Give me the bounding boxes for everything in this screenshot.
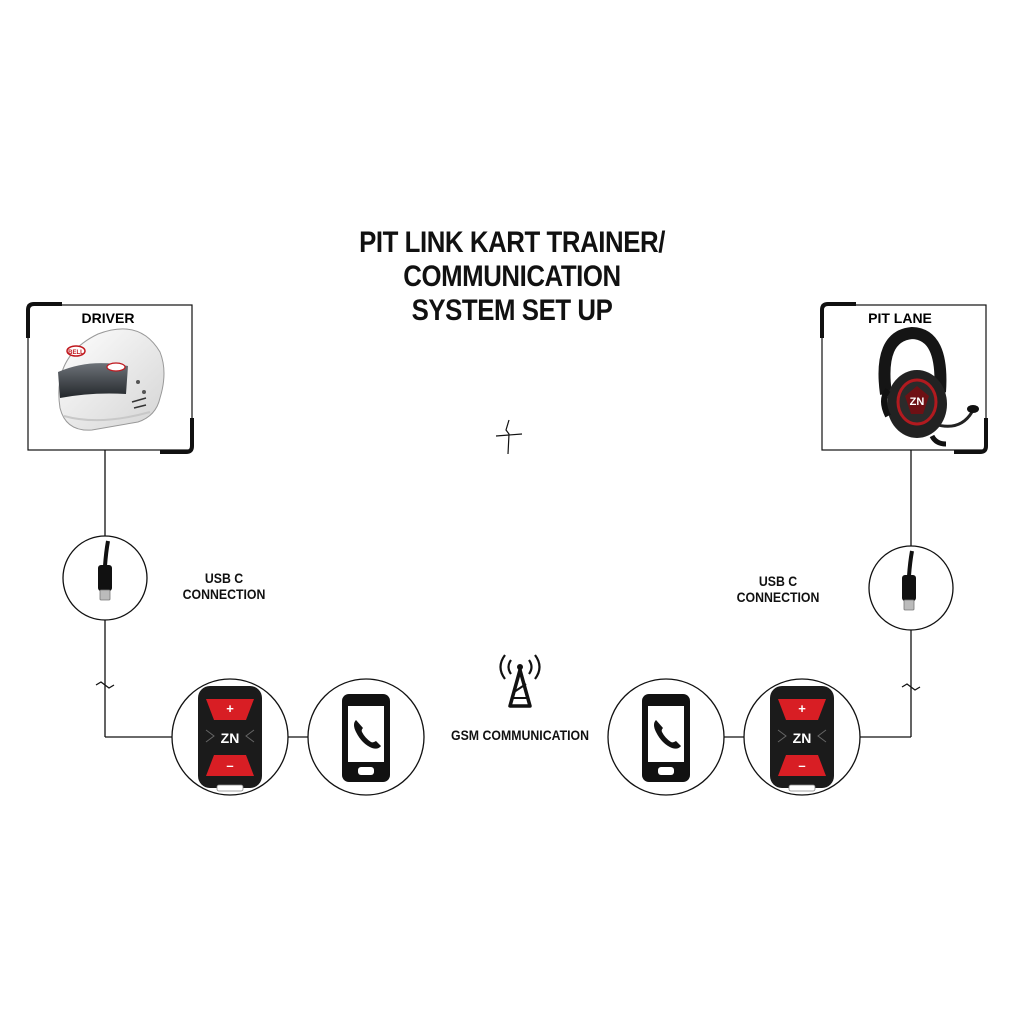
phone-icon <box>342 694 390 782</box>
pit-pitlink-device: + – ZN <box>743 678 861 796</box>
device-plus: + <box>798 701 806 716</box>
device-logo: ZN <box>793 730 812 746</box>
headset-icon: ZN <box>878 326 979 447</box>
phone-icon <box>642 694 690 782</box>
device-plus: + <box>226 701 234 716</box>
gsm-communication-label: GSM COMMUNICATION <box>450 727 590 743</box>
device-minus: – <box>798 758 805 773</box>
usb-c-icon <box>902 550 916 611</box>
pitlink-device-icon: + – ZN <box>198 686 262 792</box>
driver-usb-label-line-1: USB C <box>204 570 244 586</box>
pit-usb-label-line-2: CONNECTION <box>736 589 820 605</box>
antenna-tower-icon <box>499 654 541 708</box>
helmet-icon: BELL <box>58 328 165 431</box>
title-line-1: PIT LINK KART TRAINER/ <box>359 226 665 259</box>
pit-usb-label: USB C CONNECTION <box>734 573 822 605</box>
title-line-3: SYSTEM SET UP <box>411 294 613 327</box>
pit-label: PIT LANE <box>868 310 932 326</box>
driver-usb-c-connector <box>62 535 148 621</box>
helmet-brand: BELL <box>68 350 84 356</box>
device-logo: ZN <box>221 730 240 746</box>
device-minus: – <box>226 758 233 773</box>
center-crosshair <box>495 419 523 455</box>
title-line-2: COMMUNICATION <box>403 260 621 293</box>
pit-phone <box>607 678 725 796</box>
driver-label: DRIVER <box>82 310 135 326</box>
headset-logo: ZN <box>910 396 925 408</box>
driver-usb-label-line-2: CONNECTION <box>182 586 266 602</box>
pit-panel: PIT LANE ZN <box>820 302 988 548</box>
pit-usb-label-line-1: USB C <box>758 573 798 589</box>
usb-c-icon <box>98 540 112 601</box>
driver-panel: DRIVER BELL <box>26 302 194 540</box>
driver-usb-label: USB C CONNECTION <box>180 570 268 602</box>
pitlink-device-icon: + – ZN <box>770 686 834 792</box>
pit-usb-c-connector <box>868 545 954 631</box>
driver-phone <box>307 678 425 796</box>
driver-pitlink-device: + – ZN <box>171 678 289 796</box>
page-title: PIT LINK KART TRAINER/ COMMUNICATION SYS… <box>340 226 684 328</box>
